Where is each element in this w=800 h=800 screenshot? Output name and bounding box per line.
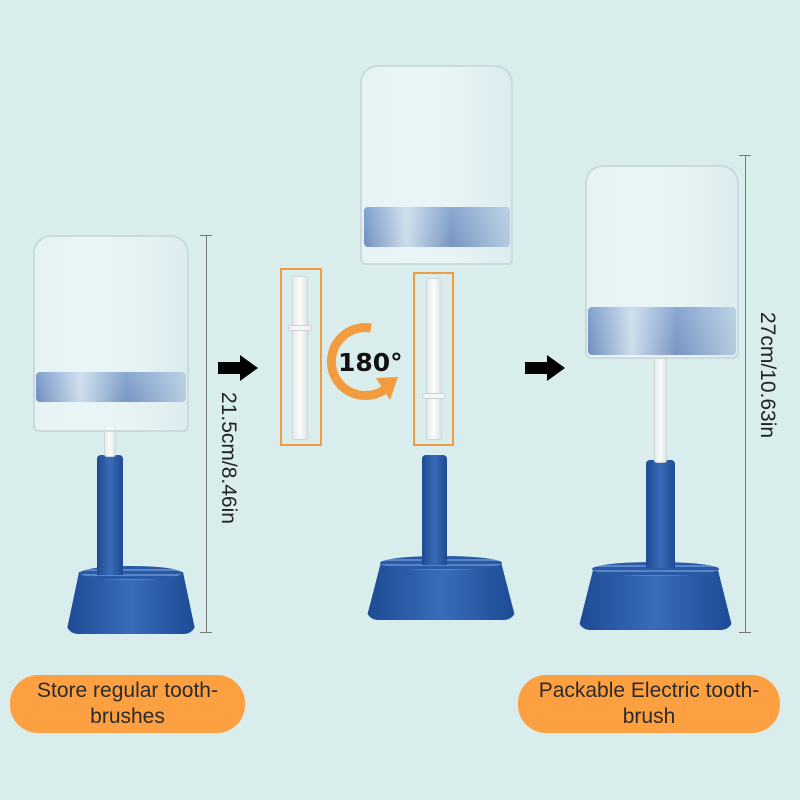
right-holder-stem (646, 460, 675, 568)
right-dimension-tick-bottom (739, 632, 751, 633)
right-arrow-icon-2 (525, 355, 565, 381)
rod-before-rotation (292, 276, 308, 440)
middle-cup (360, 65, 513, 265)
rotate-180-icon (326, 323, 398, 401)
middle-holder-base (366, 562, 516, 620)
left-holder-base (66, 572, 196, 634)
right-cup (585, 165, 739, 359)
rod-highlight-box-after (413, 272, 454, 446)
left-cup (33, 235, 189, 432)
right-dimension-line (745, 155, 746, 633)
right-dimension-tick-top (739, 155, 751, 156)
rod-after-rotation (426, 278, 442, 440)
left-dimension-line (206, 235, 207, 633)
right-height-label: 27cm/10.63in (756, 312, 779, 439)
left-holder-stem (97, 455, 123, 575)
left-drain-grate (80, 566, 182, 580)
rod-highlight-box-before (280, 268, 322, 446)
right-drain-grate (592, 562, 719, 576)
right-holder-base (578, 568, 733, 630)
middle-holder-stem (422, 455, 447, 565)
right-caption: Packable Electric tooth-brush (518, 675, 780, 733)
right-arrow-icon (218, 355, 258, 381)
left-height-label: 21.5cm/8.46in (217, 392, 240, 524)
left-dimension-tick-top (200, 235, 212, 236)
left-dimension-tick-bottom (200, 632, 212, 633)
rod-ring-before (288, 325, 312, 331)
right-rod (654, 355, 667, 463)
left-caption: Store regular tooth-brushes (10, 675, 245, 733)
rod-ring-after (422, 393, 446, 399)
rotation-label: 180° (338, 348, 403, 377)
